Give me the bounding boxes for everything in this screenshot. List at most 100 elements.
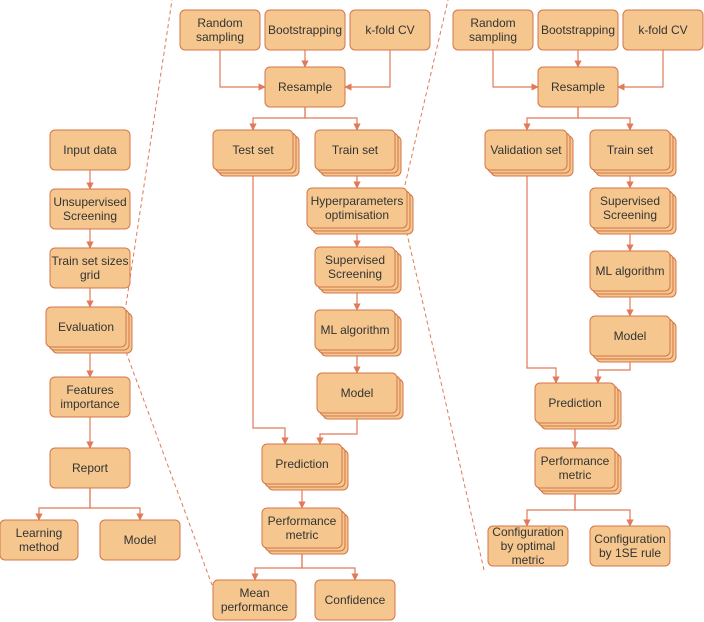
node-h-kfold-cv: k-fold CV [622,9,704,51]
node-label: Prediction [275,457,328,471]
edge-arrow [523,494,576,527]
node-label: Confidence [325,593,386,607]
node-label-line: Evaluation [58,320,114,334]
node-box [264,9,346,51]
node-evaluation: Evaluation [45,306,133,354]
node-label: Input data [63,143,117,157]
node-label: Bootstrapping [541,23,615,37]
node-label-line: ML algorithm [596,264,665,278]
node-box [314,129,396,171]
node-label-line: metric [559,468,592,482]
edge-arrow [594,362,631,384]
node-label: Model [124,533,157,547]
edge-arrow [526,176,560,384]
node-label-line: Bootstrapping [268,23,342,37]
node-label: Train set [607,143,654,157]
node-label-line: Prediction [275,457,328,471]
node-label: Bootstrapping [268,23,342,37]
node-label-line: Screening [328,267,382,281]
edge-arrow [249,107,306,131]
node-label-line: by 1SE rule [599,546,661,560]
node-label-line: Supervised [600,194,660,208]
node-label-line: Report [72,461,109,475]
node-label-line: Learning [16,526,63,540]
zoom-guide-line [404,224,485,571]
zoom-guide-line [125,0,173,306]
node-e-ml-algorithm: ML algorithm [314,309,402,357]
node-label-line: k-fold CV [365,23,414,37]
node-label-line: Validation set [490,143,562,157]
node-box [179,9,261,51]
node-box [264,66,346,108]
node-label-line: Train set [332,143,379,157]
node-e-bootstrapping: Bootstrapping [264,9,346,51]
node-e-resample: Resample [264,66,346,108]
node-label-line: Resample [278,80,332,94]
node-h-ml-algorithm: ML algorithm [589,250,677,298]
node-label-line: performance [221,600,289,614]
node-e-train-set: Train set [314,129,402,177]
edge-arrow [35,488,91,521]
node-label-line: Screening [63,209,117,223]
node-label: Test set [232,143,274,157]
node-box [589,525,671,567]
node-box [49,129,131,171]
node-label-line: Input data [63,143,117,157]
edge-arrow [251,554,303,581]
node-pipeline-model: Model [99,519,181,561]
node-box [487,525,569,567]
node-label-line: Configuration [492,525,563,539]
node-box [534,447,616,489]
node-box [99,519,181,561]
node-label: Model [614,329,647,343]
edge-arrow [304,107,361,131]
node-input-data: Input data [49,129,131,171]
node-label: k-fold CV [638,23,687,37]
node-label-line: Model [614,329,647,343]
node-e-model: Model [316,372,404,420]
node-box [306,187,408,229]
node-label-line: k-fold CV [638,23,687,37]
edge-arrow [219,50,266,91]
zoom-guide-line [404,0,449,186]
node-label-line: Screening [603,208,657,222]
node-label-line: grid [80,268,100,282]
node-label-line: optimisation [325,208,389,222]
node-h-prediction: Prediction [534,382,622,430]
node-label: Validation set [490,143,562,157]
node-label-line: Mean [239,586,269,600]
node-box [622,9,704,51]
node-box [452,9,534,51]
node-box [316,372,398,414]
node-label-line: method [19,540,59,554]
node-label-line: Test set [232,143,274,157]
node-label-line: sampling [196,30,244,44]
node-label-line: Bootstrapping [541,23,615,37]
edge-arrow [574,494,634,527]
node-label-line: by optimal [501,539,556,553]
node-box [537,9,619,51]
node-label-line: importance [60,397,120,411]
node-box [534,382,616,424]
node-label-line: Confidence [325,593,386,607]
node-box [314,579,396,621]
node-h-train-set: Train set [589,129,677,177]
node-box [261,507,343,549]
